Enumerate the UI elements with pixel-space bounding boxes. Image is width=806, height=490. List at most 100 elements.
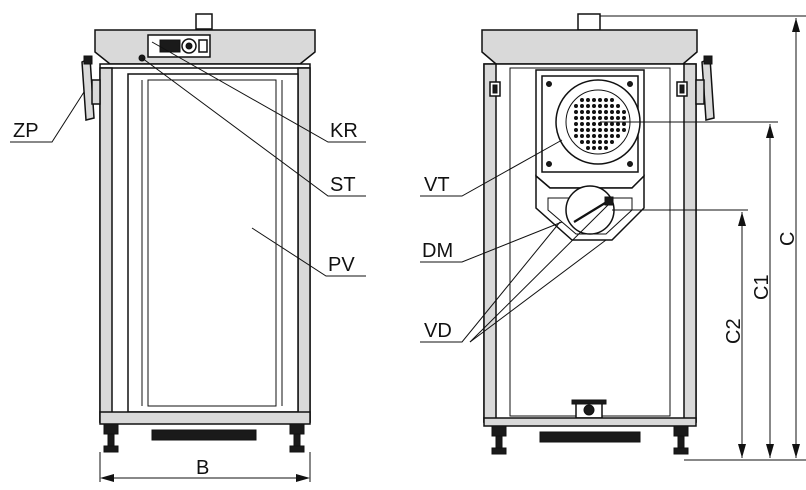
front-foot-right-pad bbox=[289, 445, 305, 453]
front-right-column bbox=[297, 67, 311, 423]
fan-grille-hole bbox=[610, 134, 614, 138]
label-KR: KR bbox=[330, 120, 358, 142]
rear-top-hood bbox=[481, 29, 698, 65]
fan-grille-hole bbox=[604, 134, 608, 138]
fan-grille-hole bbox=[586, 128, 590, 132]
fan-grille-hole bbox=[604, 146, 608, 150]
fan-grille-hole bbox=[574, 128, 578, 132]
rear-foot-right bbox=[673, 425, 689, 437]
rear-foot-right-screw bbox=[677, 435, 685, 449]
fan-grille-hole bbox=[580, 128, 584, 132]
rear-lever-bracket bbox=[695, 79, 705, 105]
fan-grille-hole bbox=[622, 128, 626, 132]
flue-funnel-inner bbox=[547, 197, 633, 235]
control-knob-center-icon bbox=[185, 42, 193, 50]
fan-grille-hole bbox=[580, 116, 584, 120]
fan-grille-hole bbox=[586, 122, 590, 126]
leader-VT bbox=[420, 139, 563, 197]
leader-ST bbox=[141, 57, 366, 197]
fan-grille-hole bbox=[598, 110, 602, 114]
fan-grille-hole bbox=[616, 122, 620, 126]
fan-grille-hole bbox=[580, 134, 584, 138]
front-door-PV bbox=[127, 73, 299, 413]
rear-right-column bbox=[683, 63, 697, 423]
fan-grille-hole bbox=[616, 104, 620, 108]
fan-grille-hole bbox=[610, 140, 614, 144]
fan-grille-hole bbox=[598, 146, 602, 150]
rear-bottom-connector-flange bbox=[571, 399, 607, 405]
fan-grille-hole bbox=[592, 122, 596, 126]
damper-VD-pivot bbox=[604, 196, 614, 206]
control-display bbox=[159, 39, 181, 53]
fan-grille-hole bbox=[592, 98, 596, 102]
leader-DM bbox=[420, 221, 563, 263]
fan-grille-hole bbox=[580, 98, 584, 102]
fan-grille-hole bbox=[604, 128, 608, 132]
fan-grille-hole bbox=[598, 104, 602, 108]
leader-VD-1 bbox=[420, 221, 561, 343]
label-DM: DM bbox=[422, 240, 453, 262]
fan-grille-hole bbox=[616, 128, 620, 132]
rear-foot-left-screw bbox=[495, 435, 503, 449]
label-ZP: ZP bbox=[13, 120, 39, 142]
fan-grille-hole bbox=[604, 110, 608, 114]
fan-grille-hole bbox=[610, 128, 614, 132]
fan-grille-hole bbox=[574, 110, 578, 114]
fan-grille-hole bbox=[574, 116, 578, 120]
dim-label-B: B bbox=[196, 457, 209, 479]
rear-view: VT DM VD C C1 C2 bbox=[420, 13, 806, 461]
fan-grille-hole bbox=[598, 140, 602, 144]
fan-grille-hole bbox=[604, 140, 608, 144]
front-foot-left bbox=[103, 423, 119, 435]
fan-grille-hole bbox=[580, 110, 584, 114]
leader-KR bbox=[151, 41, 366, 143]
rear-bracket-left-slot bbox=[492, 84, 498, 94]
front-flue-stub bbox=[195, 13, 213, 30]
fan-grille-hole bbox=[586, 104, 590, 108]
front-foot-left-screw bbox=[107, 433, 115, 447]
lever-ZP-knob bbox=[83, 55, 93, 65]
fan-grille-hole bbox=[598, 122, 602, 126]
fan-grille-hole bbox=[592, 116, 596, 120]
front-foot-right-screw bbox=[293, 433, 301, 447]
fan-grille-hole bbox=[598, 98, 602, 102]
fan-grille-hole bbox=[574, 104, 578, 108]
fan-grille-hole bbox=[592, 104, 596, 108]
dim-C-arrow-bottom bbox=[792, 444, 800, 458]
fan-grille-hole bbox=[610, 104, 614, 108]
rear-flue-outlet bbox=[577, 13, 601, 31]
fan-grille-hole bbox=[586, 110, 590, 114]
fan-grille-hole bbox=[616, 134, 620, 138]
dim-C2-arrow-top bbox=[738, 212, 746, 226]
fan-grille-hole bbox=[598, 128, 602, 132]
fan-grille-hole bbox=[622, 110, 626, 114]
fan-grille-hole bbox=[604, 122, 608, 126]
fan-grille-hole bbox=[604, 98, 608, 102]
front-ash-drawer bbox=[151, 429, 257, 441]
fan-screw-br bbox=[627, 161, 633, 167]
damper-DM bbox=[565, 185, 615, 235]
rear-lever-knob bbox=[703, 55, 713, 65]
fan-grille-hole bbox=[616, 110, 620, 114]
fan-grille-hole bbox=[586, 146, 590, 150]
fan-grille-hole bbox=[586, 140, 590, 144]
fan-grille-hole bbox=[610, 122, 614, 126]
fan-grille-hole bbox=[580, 122, 584, 126]
dim-label-C2: C2 bbox=[723, 318, 745, 344]
dim-C-arrow-top bbox=[792, 18, 800, 32]
fan-grille-hole bbox=[616, 116, 620, 120]
label-VD: VD bbox=[424, 320, 452, 342]
fan-grille-hole bbox=[610, 110, 614, 114]
fan-grille-hole bbox=[610, 116, 614, 120]
front-foot-right bbox=[289, 423, 305, 435]
rear-foot-left-pad bbox=[491, 447, 507, 455]
lever-ZP-bracket bbox=[91, 79, 101, 105]
fan-screw-tr bbox=[627, 81, 633, 87]
fan-grille-hole bbox=[622, 116, 626, 120]
label-PV: PV bbox=[328, 254, 355, 276]
fan-grille-hole bbox=[592, 140, 596, 144]
front-view: ZP KR ST PV B bbox=[10, 13, 366, 482]
dim-B-arrow-right bbox=[296, 474, 310, 482]
